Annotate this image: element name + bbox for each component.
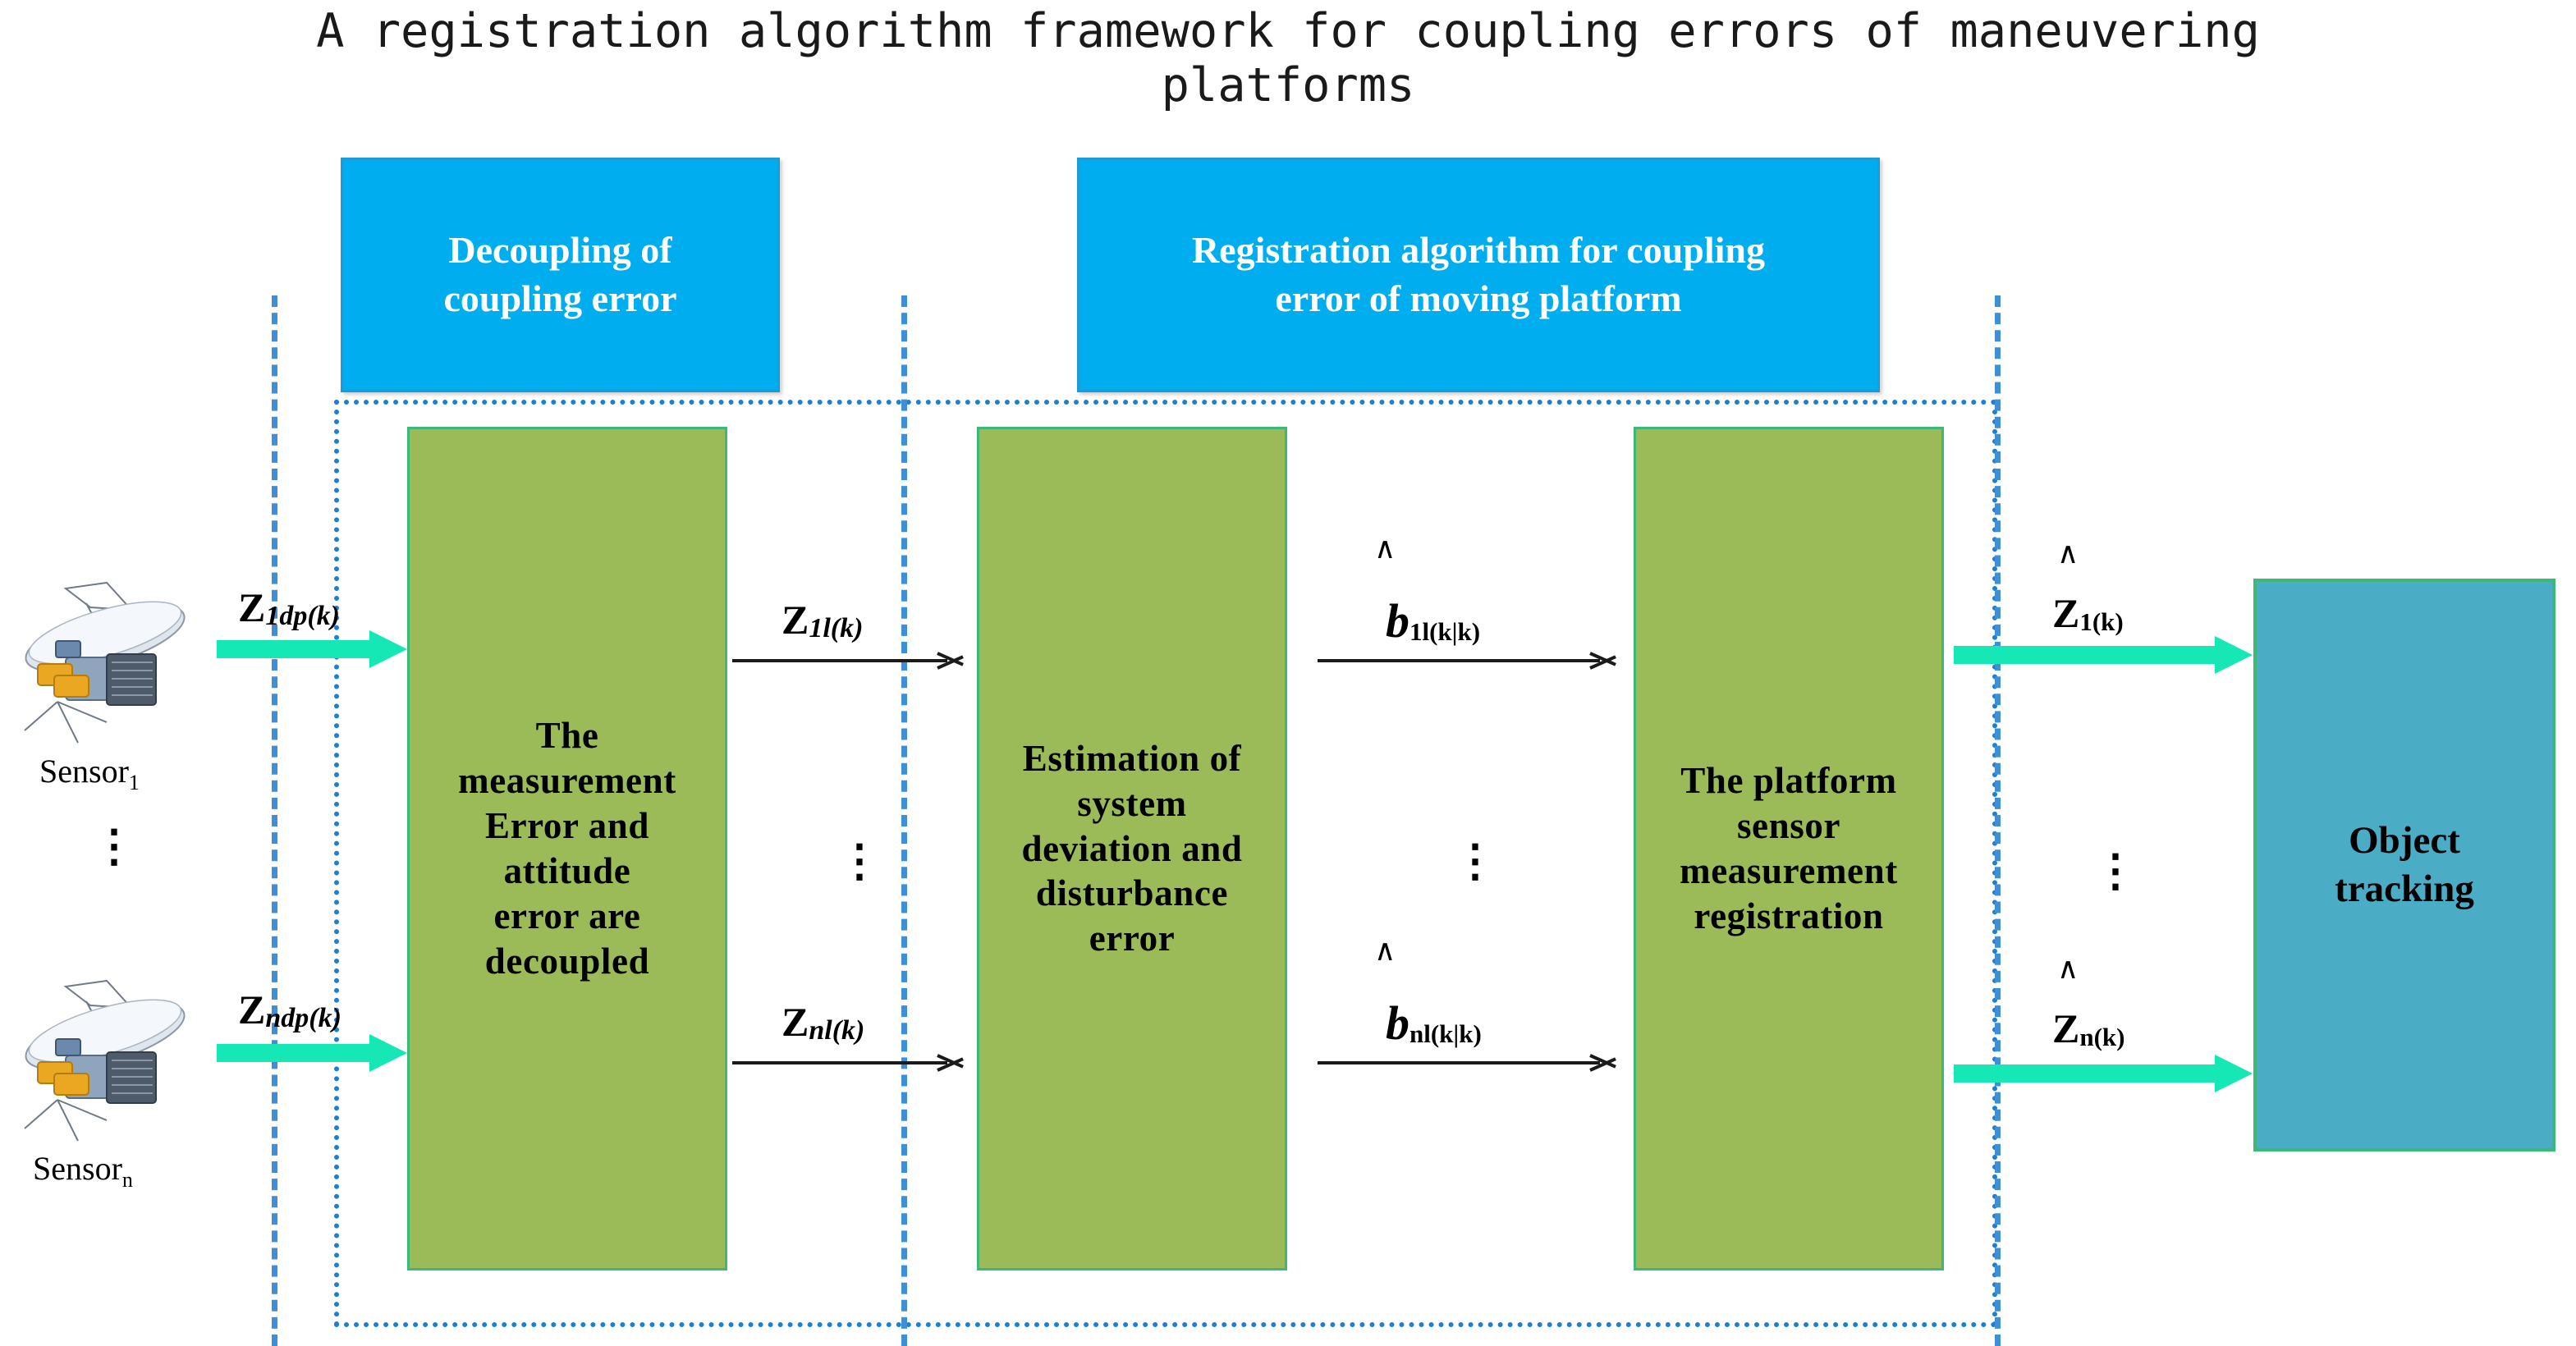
output-ellipsis: ⋮ [2093, 846, 2138, 895]
sensor-1-index: 1 [128, 771, 140, 794]
label-bias-1-hat: ∧ [1374, 532, 1396, 565]
arrow-sensorn-to-decouple [217, 1034, 407, 1072]
process-box-estimation: Estimation of system deviation and distu… [977, 427, 1287, 1270]
stage1-ellipsis: ⋮ [837, 836, 882, 886]
label-stage1-n: Znl(k) [782, 1001, 864, 1045]
arrow-platform-to-tracking-n [1954, 1055, 2266, 1092]
sensor-1-label: Sensor1 [39, 752, 140, 795]
banner-decoupling-of-coupling-error: Decoupling of coupling error [341, 158, 780, 392]
label-input-1-base: Z [238, 584, 266, 630]
sensor-n-name: Sensor [33, 1150, 122, 1187]
label-output-n: ∧ Zn(k) [2052, 954, 2125, 1052]
banner-registration-algorithm: Registration algorithm for coupling erro… [1077, 158, 1880, 392]
arrow-estimation-to-platform-n [1318, 1051, 1621, 1075]
label-output-1: ∧ Z1(k) [2052, 538, 2124, 637]
label-stage1-1-sub: 1l(k) [809, 613, 864, 644]
label-stage1-1: Z1l(k) [782, 599, 863, 643]
sensor-1-name: Sensor [39, 753, 129, 790]
label-input-n-sub: ndp(k) [265, 1003, 341, 1034]
process-box-platform-registration: The platform sensor measurement registra… [1634, 427, 1944, 1270]
label-stage1-1-base: Z [782, 597, 809, 643]
arrow-sensor1-to-decouple [217, 630, 407, 668]
label-output-n-sub: n(k) [2079, 1023, 2125, 1052]
dashed-divider-left [272, 295, 277, 1346]
arrow-decouple-to-estimation-1 [732, 648, 970, 673]
label-bias-1: ∧ b1l(k|k) [1374, 533, 1481, 648]
process-box-decoupling: The measurement Error and attitude error… [407, 427, 727, 1270]
bias-ellipsis: ⋮ [1453, 836, 1497, 886]
label-output-1-sub: 1(k) [2079, 607, 2124, 637]
arrow-decouple-to-estimation-n [732, 1051, 970, 1075]
label-bias-n-base: b [1386, 996, 1409, 1050]
sensor-n-label: Sensorn [33, 1149, 133, 1193]
arrow-estimation-to-platform-1 [1318, 648, 1621, 673]
label-bias-n: ∧ bnl(k|k) [1374, 936, 1482, 1049]
sensor-ellipsis: ⋮ [92, 822, 136, 871]
sensor-n-icon [8, 977, 218, 1157]
label-input-1-sub: 1dp(k) [265, 601, 341, 632]
label-bias-n-sub: nl(k|k) [1409, 1019, 1482, 1049]
label-bias-n-hat: ∧ [1374, 934, 1396, 967]
dashed-divider-middle [901, 295, 907, 1346]
label-output-n-base: Z [2052, 1005, 2080, 1051]
page-title: A registration algorithm framework for c… [316, 4, 2260, 112]
label-bias-1-base: b [1386, 594, 1409, 648]
label-input-n: Zndp(k) [238, 989, 341, 1032]
label-stage1-n-sub: nl(k) [809, 1015, 865, 1046]
label-bias-1-sub: 1l(k|k) [1409, 617, 1481, 647]
label-stage1-n-base: Z [782, 999, 809, 1045]
output-box-object-tracking: Object tracking [2253, 579, 2555, 1151]
dashed-divider-right [1995, 295, 2001, 1346]
label-input-n-base: Z [238, 987, 266, 1032]
sensor-n-index: n [121, 1168, 133, 1192]
arrow-platform-to-tracking-1 [1954, 636, 2266, 674]
label-output-n-hat: ∧ [2057, 952, 2079, 985]
label-output-1-hat: ∧ [2057, 537, 2079, 570]
sensor-1-icon [8, 579, 218, 759]
label-input-1: Z1dp(k) [238, 587, 340, 630]
label-output-1-base: Z [2052, 590, 2080, 636]
